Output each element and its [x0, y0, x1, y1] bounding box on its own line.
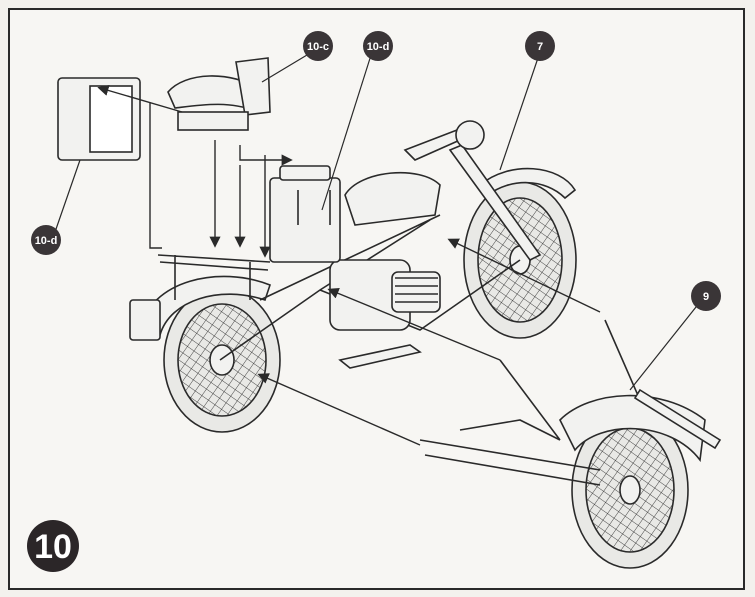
step-number: 10	[34, 528, 72, 566]
saddlebag-right	[269, 165, 341, 263]
callout-label: 7	[537, 41, 543, 53]
rear-wheel	[163, 287, 281, 433]
motorcycle	[129, 120, 577, 433]
callout-badge	[525, 31, 555, 61]
callout-10d-left: 10-d	[31, 225, 61, 255]
engine	[329, 259, 441, 331]
callout-badge	[691, 281, 721, 311]
seat	[167, 57, 271, 131]
rear-plate	[129, 299, 161, 341]
sidecar-frame	[419, 319, 722, 569]
fuel-tank	[344, 171, 441, 226]
callout-label: 10-d	[367, 41, 390, 53]
callout-10d-top: 10-d	[363, 31, 393, 61]
callout-label: 9	[703, 291, 709, 303]
callout-badge	[31, 225, 61, 255]
sidecar-chassis	[419, 319, 641, 486]
front-fender	[478, 167, 577, 200]
sidecar-axle	[633, 388, 722, 450]
callout-7: 7	[525, 31, 555, 61]
callout-badge	[303, 31, 333, 61]
saddlebag-left	[57, 77, 141, 161]
callout-10c: 10-c	[303, 31, 333, 61]
footboard	[338, 344, 422, 369]
headlamp	[455, 120, 485, 150]
leader-lines	[54, 51, 701, 391]
callout-label: 10-d	[35, 235, 58, 247]
callout-9: 9	[691, 281, 721, 311]
callout-badge	[363, 31, 393, 61]
assembly-arrows	[97, 84, 601, 446]
callout-label: 10-c	[307, 41, 329, 53]
front-fork	[448, 144, 542, 262]
sidecar-wheel	[571, 411, 689, 569]
rear-fender	[139, 275, 271, 336]
luggage-rack	[157, 254, 271, 300]
separate-parts	[57, 57, 341, 263]
step-number-badge: 10	[27, 520, 79, 572]
